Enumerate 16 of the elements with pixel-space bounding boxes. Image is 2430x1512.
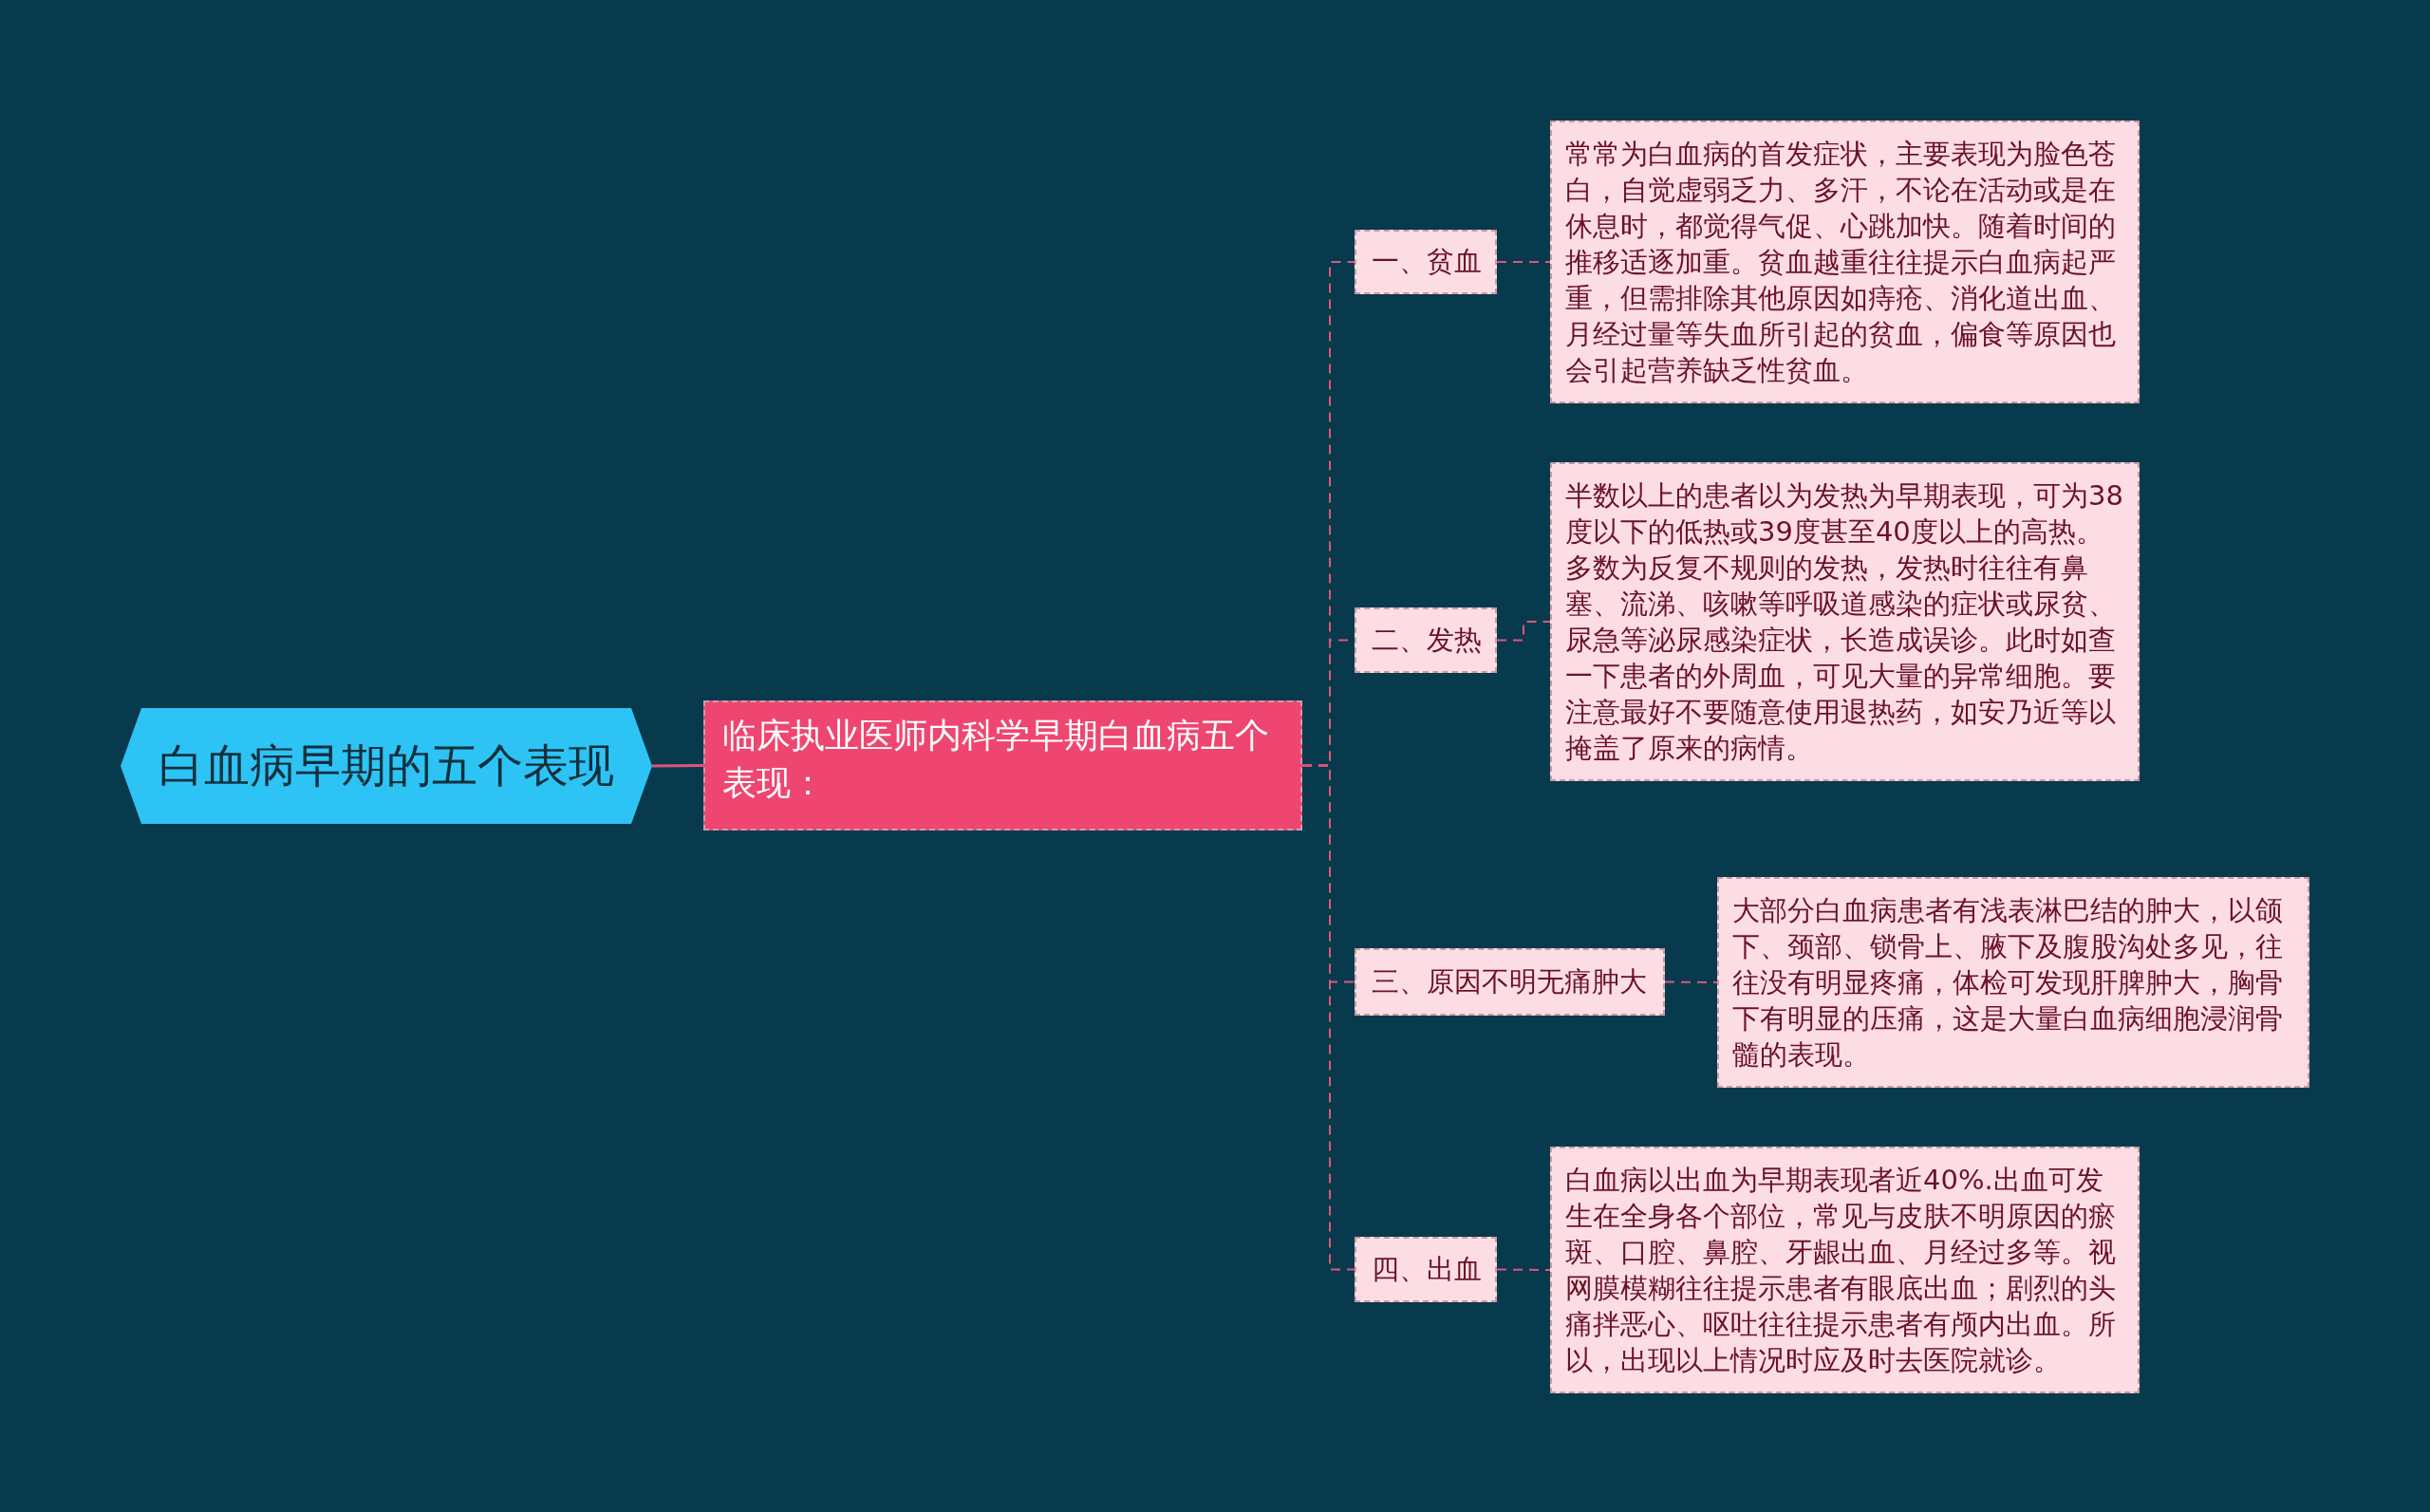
topic-box: 临床执业医师内科学早期白血病五个表现： — [703, 700, 1302, 831]
connector-line — [1664, 980, 1718, 983]
connector-line — [1496, 261, 1551, 263]
root-title: 白血病早期的五个表现 — [159, 737, 614, 793]
branch-box: 二、发热 — [1355, 607, 1497, 673]
branch-box: 三、原因不明无痛肿大 — [1355, 948, 1665, 1016]
connector-line — [652, 764, 703, 768]
note-box: 大部分白血病患者有浅表淋巴结的肿大，以颌下、颈部、锁骨上、腋下及腹股沟处多见，往往没有明显疼痛，体检可发现肝脾肿大，胸骨下有明显的压痛，这是大量白血病细胞浸润骨髓的表现。 — [1717, 877, 2309, 1088]
branch-box: 四、出血 — [1355, 1237, 1497, 1302]
connector-line — [1496, 1268, 1551, 1271]
branch-box: 一、贫血 — [1355, 230, 1497, 294]
note-box: 常常为白血病的首发症状，主要表现为脸色苍白，自觉虚弱乏力、多汗，不论在活动或是在休息时，都觉得气促、心跳加快。随着时间的推移适逐加重。贫血越重往往提示白血病起严重，但需排除其他原因如痔疮、消化道出血、月经过量等失血所引起的贫血，偏食等原因也会引起营养缺乏性贫血。 — [1550, 121, 2140, 403]
connector-line — [1301, 764, 1355, 1271]
note-box: 半数以上的患者以为发热为早期表现，可为38度以下的低热或39度甚至40度以上的高热。多数为反复不规则的发热，发热时往往有鼻塞、流涕、咳嗽等呼吸道感染的症状或尿贫、尿急等泌尿感染症状，长造成误诊。此时如查一下患者的外周血，可见大量的异常细胞。要注意最好不要随意使用退热药，如安乃近等以掩盖了原来的病情。 — [1550, 462, 2140, 781]
note-box: 白血病以出血为早期表现者近40%.出血可发生在全身各个部位，常见与皮肤不明原因的瘀斑、口腔、鼻腔、牙龈出血、月经过多等。视网膜模糊往往提示患者有眼底出血；剧烈的头痛拌恶心、呕吐往往提示患者有颅内出血。所以，出现以上情况时应及时去医院就诊。 — [1550, 1147, 2140, 1393]
connector-line — [1496, 621, 1551, 642]
